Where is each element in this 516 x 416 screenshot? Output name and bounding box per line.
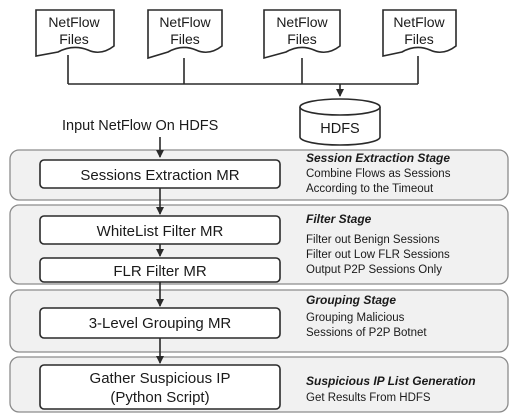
grouping-stage-notes: Grouping Stage Grouping Malicious Sessio…: [306, 293, 427, 339]
stage-title: Filter Stage: [306, 212, 372, 226]
netflow-file-label-line2: Files: [59, 31, 89, 47]
input-netflow-label: Input NetFlow On HDFS: [62, 118, 218, 134]
whitelist-filter-label: WhiteList Filter MR: [97, 223, 224, 240]
netflow-file-1: NetFlow Files: [35, 9, 115, 57]
netflow-file-label-line1: NetFlow: [393, 14, 445, 30]
stage-note: Filter out Low FLR Sessions: [306, 249, 450, 261]
flr-filter-label: FLR Filter MR: [113, 263, 207, 280]
netflow-file-label-line1: NetFlow: [276, 14, 328, 30]
stage-title: Session Extraction Stage: [306, 151, 450, 165]
ip-list-generation-notes: Suspicious IP List Generation Get Result…: [306, 374, 476, 404]
stage-title: Suspicious IP List Generation: [306, 374, 476, 388]
stage-note: Grouping Malicious: [306, 312, 405, 324]
session-extraction-notes: Session Extraction Stage Combine Flows a…: [306, 151, 451, 195]
netflow-file-label-line1: NetFlow: [48, 14, 100, 30]
stage-note: Get Results From HDFS: [306, 392, 431, 404]
file-connectors: [67, 55, 419, 97]
netflow-file-label-line2: Files: [404, 31, 434, 47]
sessions-extraction-label: Sessions Extraction MR: [80, 167, 239, 184]
filter-stage-notes: Filter Stage Filter out Benign Sessions …: [306, 212, 450, 276]
stage-note: Output P2P Sessions Only: [306, 264, 442, 276]
stage-note: Sessions of P2P Botnet: [306, 327, 427, 339]
netflow-file-label-line2: Files: [287, 31, 317, 47]
stage-title: Grouping Stage: [306, 293, 396, 307]
netflow-file-label-line1: NetFlow: [159, 14, 211, 30]
stage-note: Combine Flows as Sessions: [306, 168, 451, 180]
netflow-file-2: NetFlow Files: [147, 9, 223, 60]
gather-suspicious-ip-label-line1: Gather Suspicious IP: [90, 370, 231, 387]
hdfs-label: HDFS: [320, 121, 359, 137]
stage-note: According to the Timeout: [306, 183, 434, 195]
hdfs-storage: HDFS: [299, 98, 381, 146]
stage-note: Filter out Benign Sessions: [306, 234, 440, 246]
gather-suspicious-ip-label-line2: (Python Script): [110, 389, 209, 406]
netflow-file-4: NetFlow Files: [382, 9, 457, 57]
gather-suspicious-ip-box: [39, 364, 281, 410]
netflow-file-3: NetFlow Files: [263, 9, 341, 60]
grouping-label: 3-Level Grouping MR: [89, 315, 232, 332]
netflow-file-label-line2: Files: [170, 31, 200, 47]
